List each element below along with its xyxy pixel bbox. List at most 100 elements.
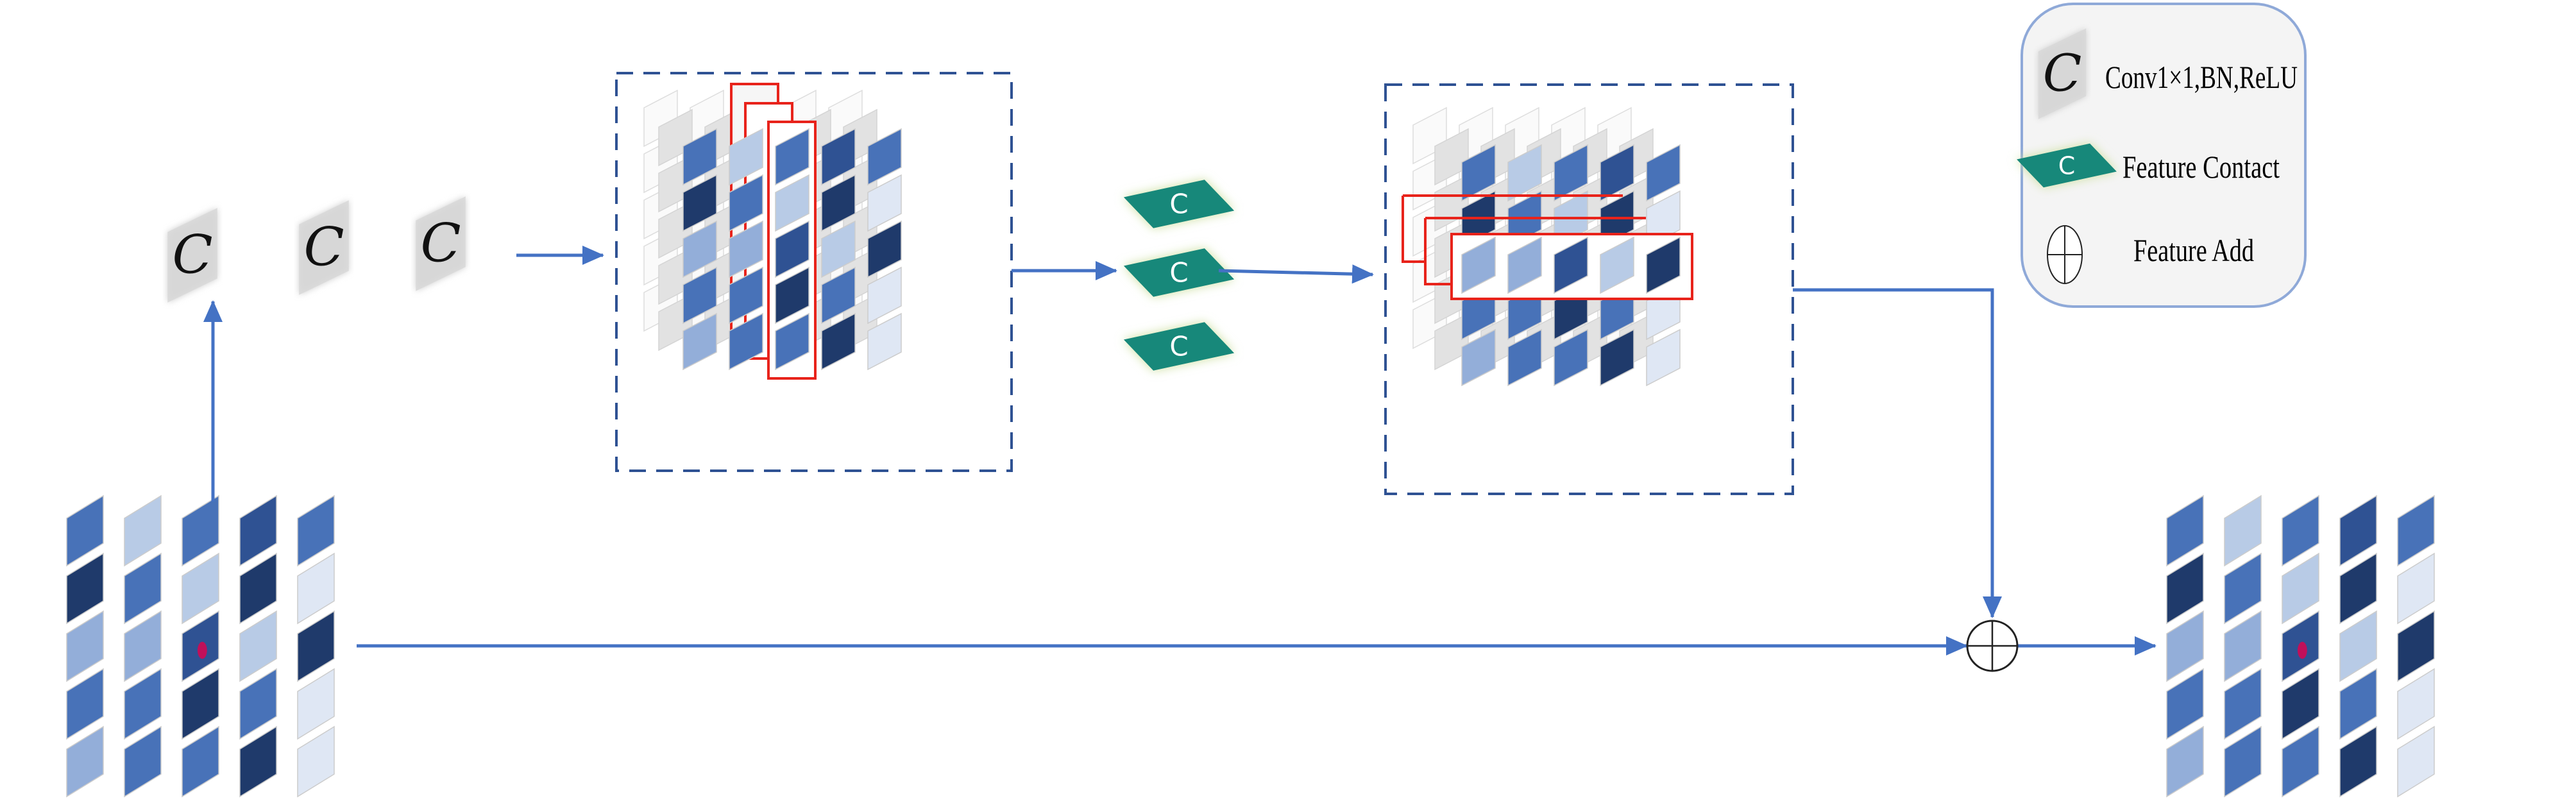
conv-plane-face [2038, 28, 2087, 119]
feature-cell [682, 174, 717, 232]
feature-cell [2397, 552, 2435, 625]
legend-box [2021, 3, 2307, 308]
feature-cell [182, 552, 219, 625]
feature-cell [775, 174, 809, 232]
feature-cell [1461, 144, 1496, 202]
feature-cell [1600, 328, 1634, 387]
feature-cell [682, 266, 717, 325]
feature-cell [729, 174, 763, 232]
feature-cell [867, 174, 902, 232]
concat-plane [2017, 143, 2117, 188]
feature-cell [1646, 328, 1681, 387]
legend-label-concat: Feature Contact [2123, 149, 2280, 185]
feature-cell [1554, 236, 1588, 294]
feature-concat-plane-icon: C [2017, 143, 2117, 188]
concat-glyph: C [1169, 331, 1188, 362]
feature-cell [66, 725, 104, 798]
feature-cell [2282, 494, 2319, 567]
feature-cell [867, 220, 902, 278]
block2-highlight-rows [1402, 194, 1646, 285]
concat-plane-1: C [1123, 180, 1235, 228]
feature-cell [821, 128, 856, 186]
feature-cell [2166, 552, 2204, 625]
feature-cell [66, 494, 104, 567]
concat-glyph: C [1169, 189, 1188, 220]
concat-glyph: C [2058, 151, 2076, 180]
feature-cell [682, 220, 717, 278]
conv-glyph: C [172, 224, 212, 286]
feature-cell [297, 494, 335, 567]
feature-cell [2339, 668, 2377, 740]
output-feature-map [2166, 494, 2435, 798]
legend-label-add: Feature Add [2133, 232, 2254, 268]
legend-conv-plane: C [2038, 28, 2087, 119]
feature-cell [1461, 328, 1496, 387]
feature-cell [682, 312, 717, 371]
highlight-row-mid [1424, 217, 1646, 285]
feature-cell [2224, 668, 2262, 740]
arrow-block2-to-add [1793, 288, 2002, 618]
concat-plane [1123, 180, 1235, 228]
concat-plane [1123, 322, 1235, 371]
conv-plane-face [167, 208, 217, 303]
feature-cell [1600, 236, 1634, 294]
feature-cell [775, 312, 809, 371]
feature-cell [239, 552, 277, 625]
legend-concat-plane: C [2017, 143, 2117, 188]
feature-add-node [1966, 620, 2019, 672]
feature-cell [729, 220, 763, 278]
feature-cell [297, 725, 335, 798]
feature-cell [66, 610, 104, 682]
feature-cell [124, 494, 162, 567]
block2-front-row [1461, 236, 1681, 294]
conv-glyph: C [420, 213, 461, 275]
feature-cell [124, 668, 162, 740]
feature-cell [2166, 494, 2204, 567]
feature-cell [1507, 236, 1542, 294]
attention-block-2-frame [1384, 83, 1794, 495]
feature-cell [2224, 494, 2262, 567]
feature-cell [1507, 144, 1542, 202]
feature-cell [124, 610, 162, 682]
concat-plane [1123, 248, 1235, 297]
feature-cell [1461, 236, 1496, 294]
feature-cell [2166, 668, 2204, 740]
feature-cell [821, 174, 856, 232]
concat-glyph: C [1169, 257, 1188, 289]
conv-plane-2: C [299, 200, 349, 295]
feature-cell [2282, 552, 2319, 625]
feature-cell [729, 312, 763, 371]
feature-cell [2166, 610, 2204, 682]
block1-front-column [775, 128, 809, 371]
feature-cell [682, 128, 717, 186]
conv-glyph: C [303, 217, 344, 278]
feature-cell [1554, 328, 1588, 387]
feature-cell [297, 610, 335, 682]
feature-cell [2339, 610, 2377, 682]
conv-glyph: C [2043, 43, 2082, 103]
feature-cell [2397, 610, 2435, 682]
feature-cell [182, 725, 219, 798]
feature-cell [2397, 725, 2435, 798]
feature-cell [1554, 144, 1588, 202]
arrows [203, 246, 2157, 655]
conv-plane-face [416, 196, 466, 291]
feature-cell [297, 668, 335, 740]
feature-cell [2339, 552, 2377, 625]
arrow-concat-to-block2 [1218, 264, 1374, 284]
feature-cell [2224, 552, 2262, 625]
feature-cell [821, 266, 856, 325]
conv-plane-1: C [167, 208, 217, 303]
feature-cell [2339, 494, 2377, 567]
target-pixel-dot [2297, 641, 2307, 659]
feature-cell [729, 128, 763, 186]
circled-plus-icon [2047, 225, 2083, 284]
feature-cell [239, 668, 277, 740]
block1-front-layer [682, 128, 902, 371]
feature-cell [1646, 144, 1681, 202]
feature-cell [1646, 236, 1681, 294]
feature-cell [775, 128, 809, 186]
target-pixel-dot [197, 641, 207, 659]
feature-cell [182, 494, 219, 567]
